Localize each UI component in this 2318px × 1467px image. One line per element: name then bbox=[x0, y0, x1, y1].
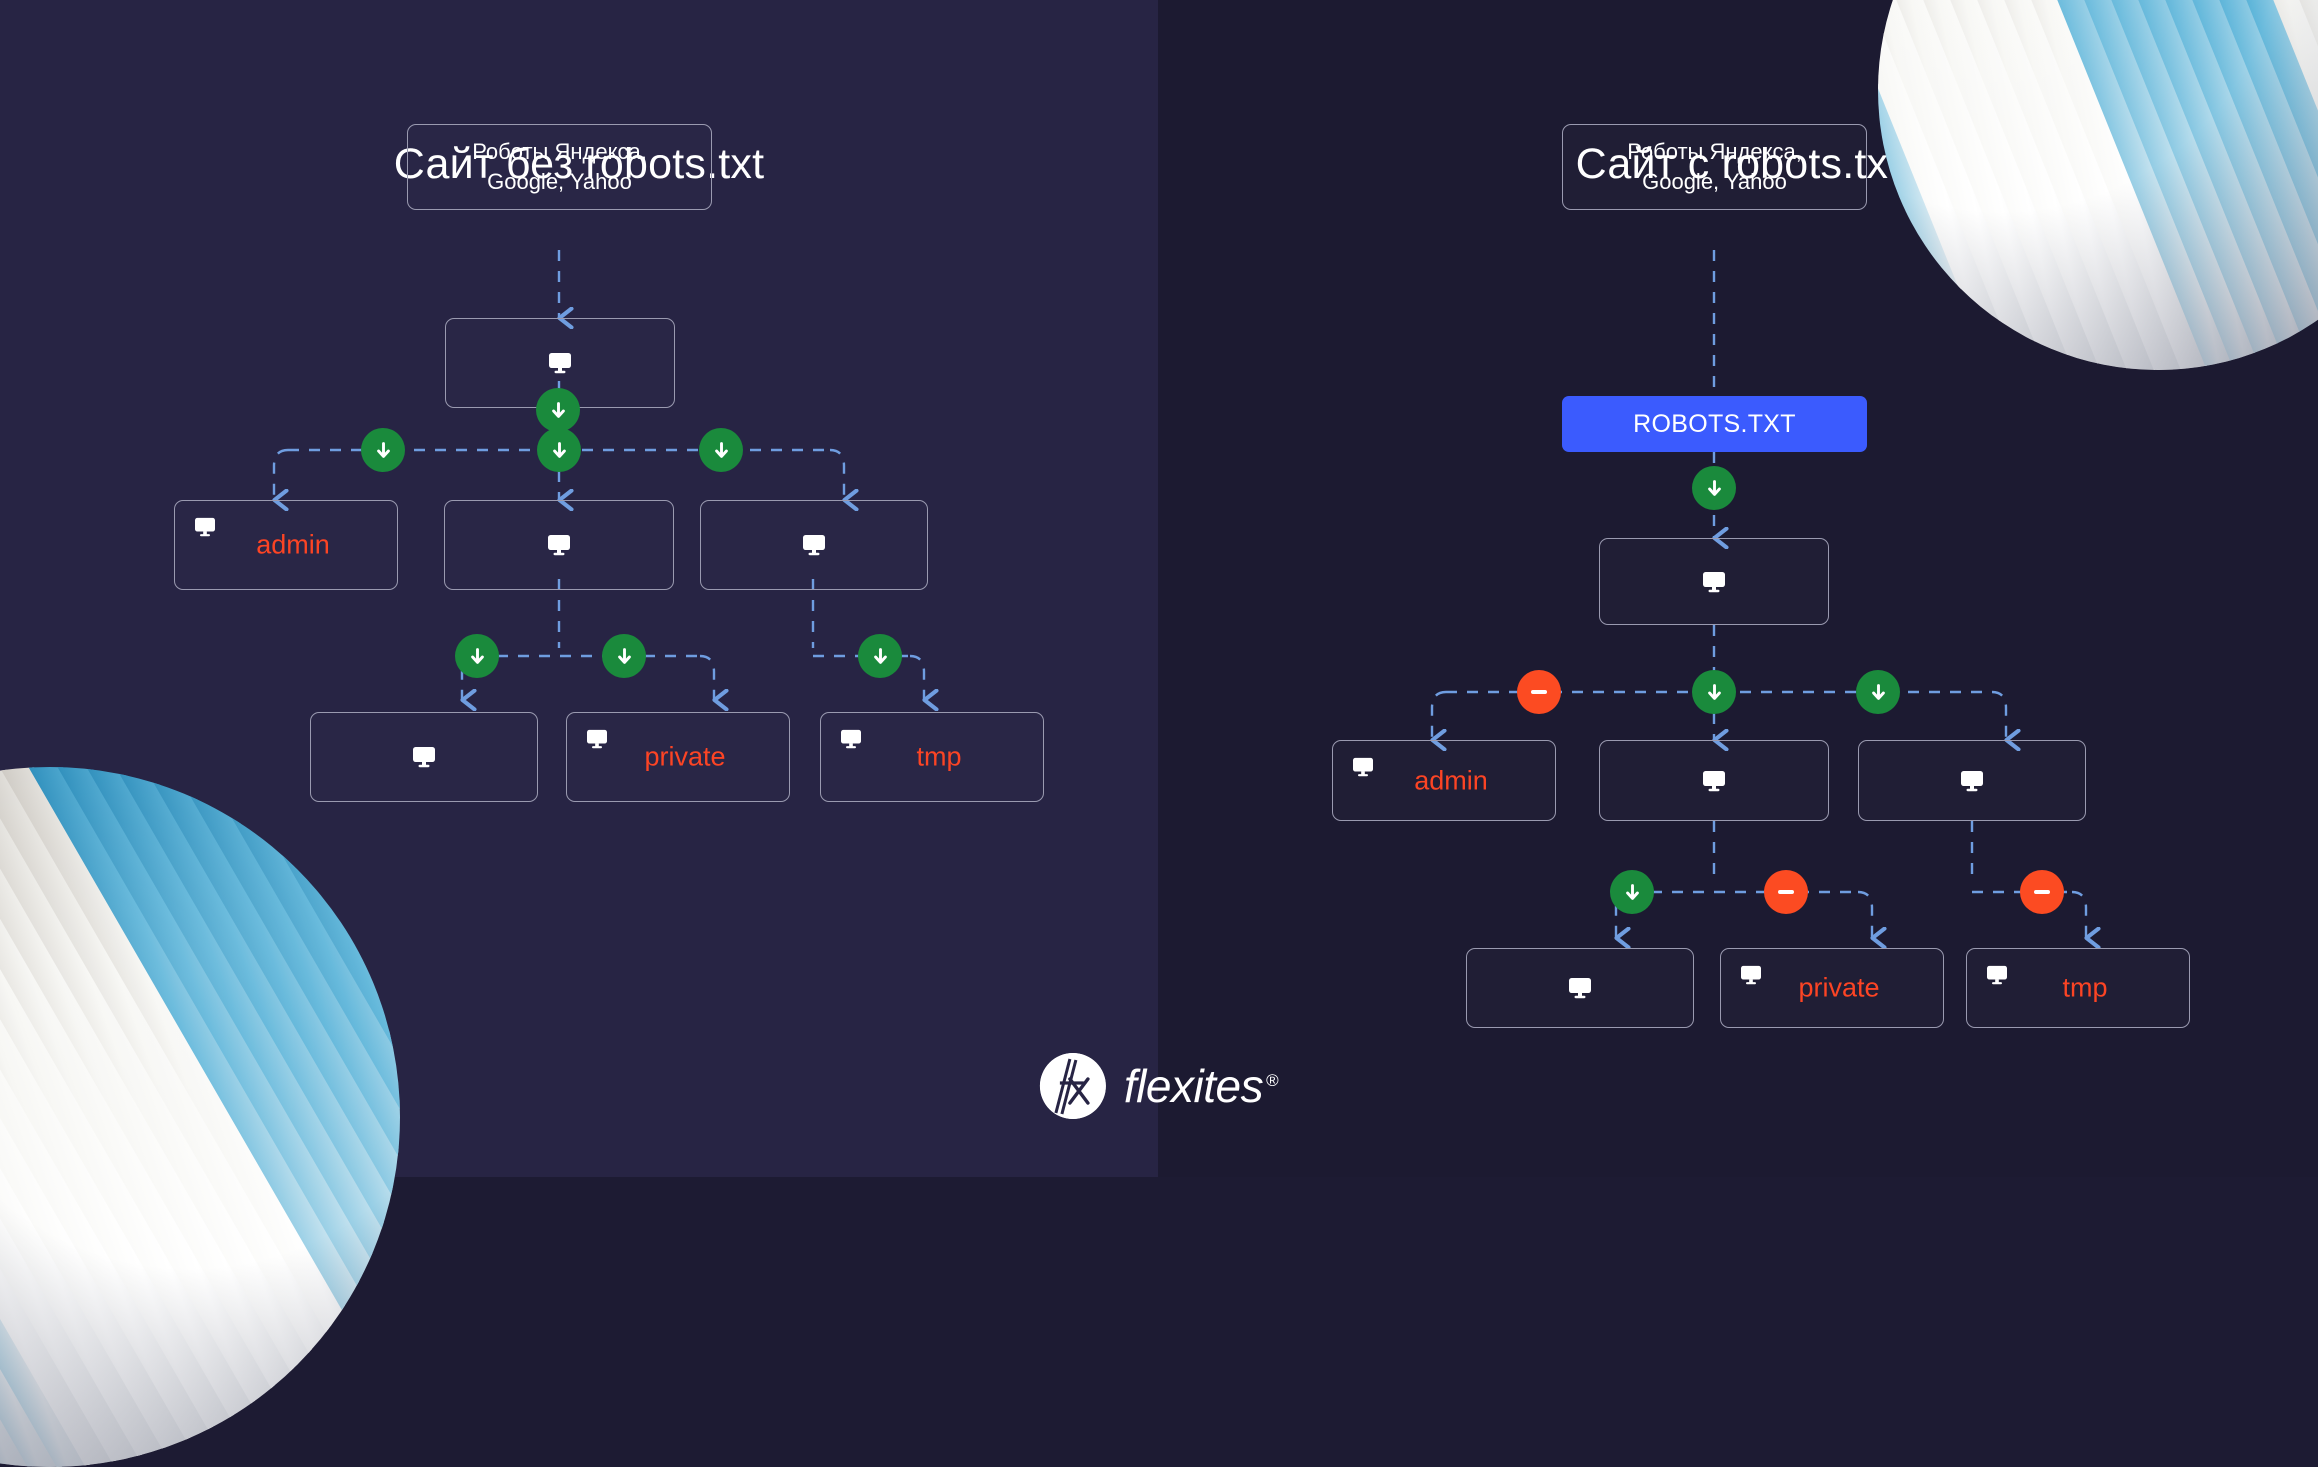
monitor-icon bbox=[1702, 770, 1726, 792]
node-label: admin bbox=[1414, 765, 1488, 795]
node-leaf-left bbox=[310, 712, 538, 802]
monitor-icon bbox=[1568, 977, 1592, 999]
gate-allow-private-left[interactable] bbox=[602, 634, 646, 678]
node-site-right-right bbox=[1858, 740, 2086, 821]
monitor-icon bbox=[548, 352, 572, 374]
monitor-icon bbox=[412, 746, 436, 768]
node-label: tmp bbox=[2062, 972, 2108, 1003]
gate-allow-leaf-left[interactable] bbox=[455, 634, 499, 678]
gate-allow-tmp-left[interactable] bbox=[858, 634, 902, 678]
node-crawlers-left: Роботы Яндекса, Google, Yahoo bbox=[407, 124, 712, 210]
arrow-down-icon bbox=[873, 647, 887, 664]
gate-block-admin-right[interactable] bbox=[1517, 670, 1561, 714]
monitor-icon bbox=[1702, 571, 1726, 593]
monitor-icon bbox=[1740, 965, 1762, 985]
monitor-icon bbox=[547, 534, 571, 556]
fx-logo-mark bbox=[1039, 1053, 1106, 1119]
arrow-down-icon bbox=[1625, 883, 1639, 900]
node-tmp-right: tmp bbox=[1966, 948, 2190, 1028]
monitor-icon bbox=[1986, 965, 2008, 985]
minus-icon bbox=[1531, 690, 1547, 694]
monitor-icon bbox=[194, 517, 216, 537]
minus-icon bbox=[1778, 890, 1794, 894]
monitor-icon bbox=[1352, 757, 1374, 777]
node-leaf-right bbox=[1466, 948, 1694, 1028]
brand-name: flexites bbox=[1123, 1060, 1264, 1112]
crawlers-line-1: Роботы Яндекса, bbox=[472, 139, 647, 165]
node-label: tmp bbox=[916, 741, 962, 772]
gate-allow-admin-left[interactable] bbox=[361, 428, 405, 472]
arrow-down-icon bbox=[617, 647, 631, 664]
node-site-right-left bbox=[700, 500, 928, 590]
arrow-down-icon bbox=[1707, 683, 1721, 700]
arrow-down-icon bbox=[552, 441, 566, 458]
node-label: admin bbox=[256, 529, 330, 560]
page-title-right: Сайт с robots.txt bbox=[1575, 140, 1901, 188]
arrow-down-icon bbox=[1871, 683, 1885, 700]
node-admin-left: admin bbox=[174, 500, 398, 590]
arrow-down-icon bbox=[551, 401, 565, 418]
arrow-down-icon bbox=[714, 441, 728, 458]
brand-wordmark: flexites® bbox=[1123, 1059, 1279, 1113]
node-label: private bbox=[644, 741, 726, 772]
arrow-down-icon bbox=[376, 441, 390, 458]
gate-allow-mid-right[interactable] bbox=[1692, 670, 1736, 714]
minus-icon bbox=[2034, 890, 2050, 894]
gate-allow-right-left[interactable] bbox=[699, 428, 743, 472]
node-label: private bbox=[1798, 972, 1880, 1003]
crawlers-line-2: Google, Yahoo bbox=[487, 169, 632, 194]
node-admin-right: admin bbox=[1332, 740, 1556, 821]
node-site-mid-right bbox=[1599, 740, 1829, 821]
registered-mark: ® bbox=[1266, 1070, 1279, 1090]
gate-allow-right-right[interactable] bbox=[1856, 670, 1900, 714]
panel-without-robots: Сайт без robots.txt bbox=[0, 0, 1158, 1177]
robots-txt-chip[interactable]: ROBOTS.TXT bbox=[1562, 396, 1867, 452]
node-private-left: private bbox=[566, 712, 790, 802]
monitor-icon bbox=[840, 729, 862, 749]
gate-allow-mid-left[interactable] bbox=[537, 428, 581, 472]
page-title-left: Сайт без robots.txt bbox=[393, 140, 765, 188]
node-site-mid-left bbox=[444, 500, 674, 590]
gate-block-tmp-right[interactable] bbox=[2020, 870, 2064, 914]
crawlers-line-2: Google, Yahoo bbox=[1642, 169, 1787, 194]
brand-logo: flexites® bbox=[1039, 1053, 1279, 1119]
arrow-down-icon bbox=[470, 647, 484, 664]
node-private-right: private bbox=[1720, 948, 1944, 1028]
monitor-icon bbox=[802, 534, 826, 556]
gate-block-private-right[interactable] bbox=[1764, 870, 1808, 914]
arrow-down-icon bbox=[1707, 479, 1721, 496]
crawlers-line-1: Роботы Яндекса, bbox=[1627, 139, 1802, 165]
monitor-icon bbox=[1960, 770, 1984, 792]
node-site-root-right bbox=[1599, 538, 1829, 625]
panel-with-robots: Сайт с robots.txt bbox=[1158, 0, 2318, 1177]
node-tmp-left: tmp bbox=[820, 712, 1044, 802]
monitor-icon bbox=[586, 729, 608, 749]
node-crawlers-right: Роботы Яндекса, Google, Yahoo bbox=[1562, 124, 1867, 210]
gate-allow-root-left[interactable] bbox=[536, 388, 580, 432]
robots-txt-label: ROBOTS.TXT bbox=[1633, 409, 1796, 438]
gate-allow-leaf-right[interactable] bbox=[1610, 870, 1654, 914]
gate-allow-root-right[interactable] bbox=[1692, 466, 1736, 510]
